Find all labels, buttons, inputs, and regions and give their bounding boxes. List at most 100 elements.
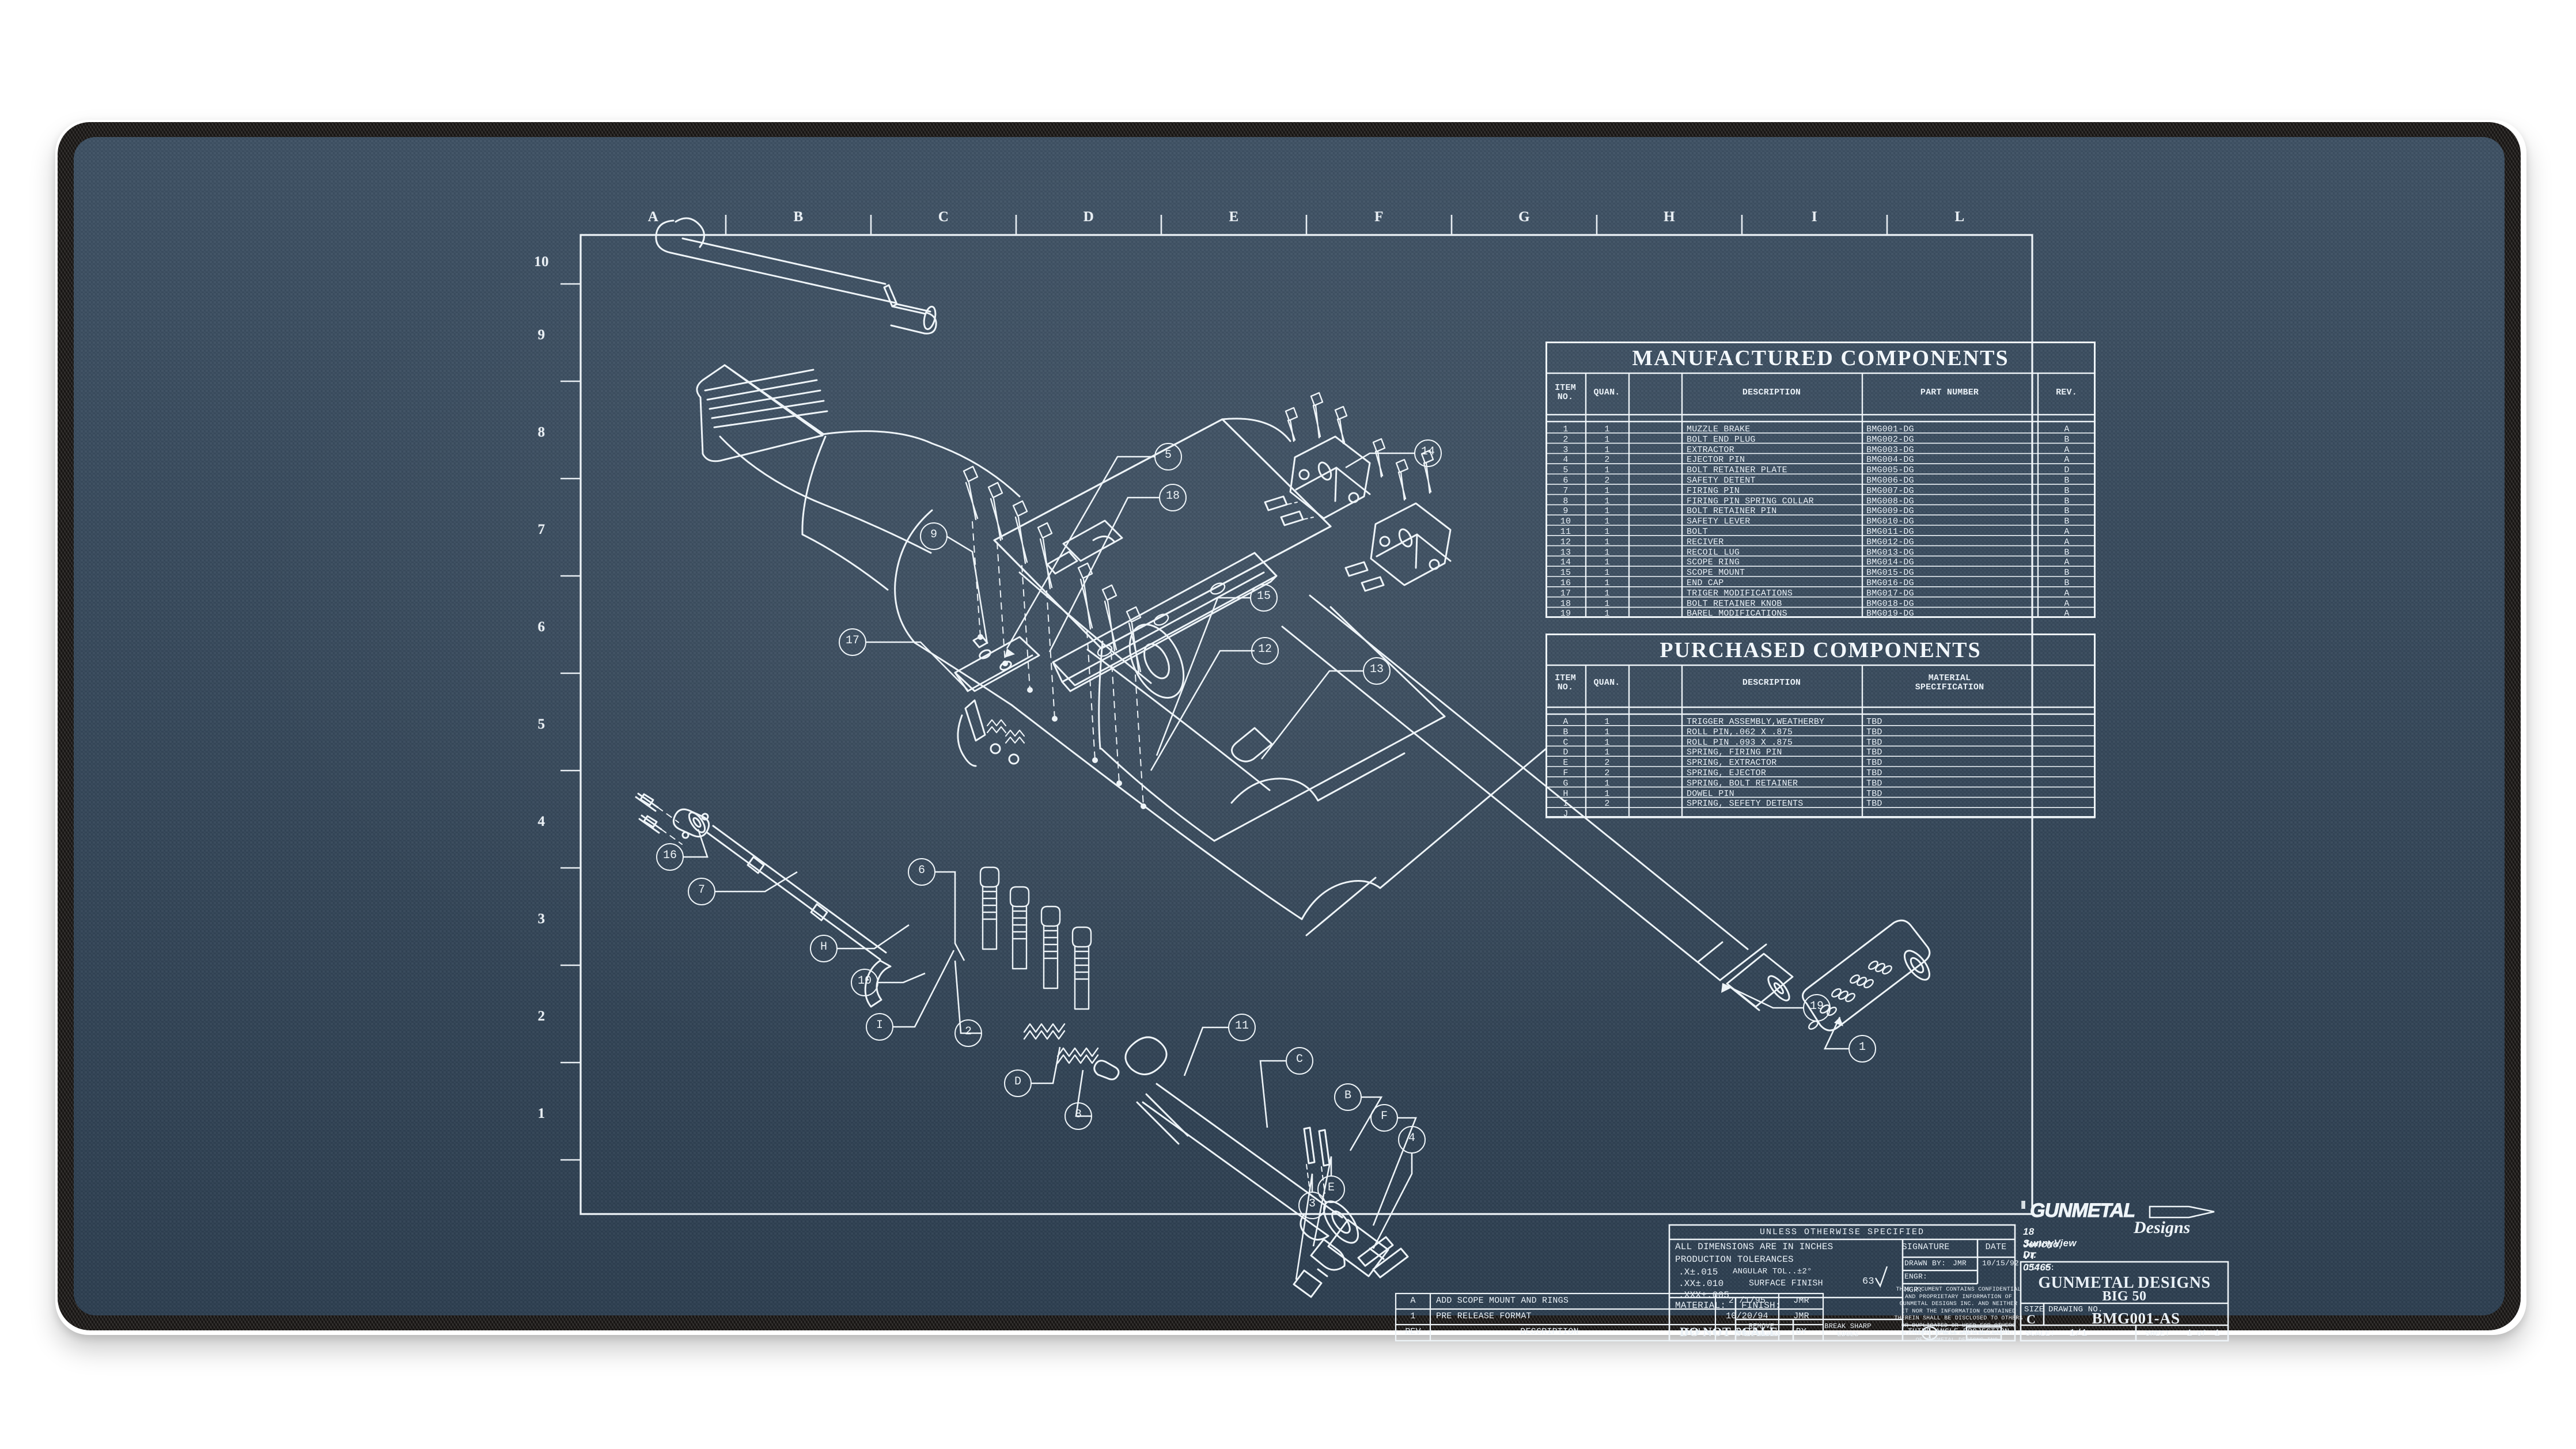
pur-cell-r3-c2: SPRING, FIRING PIN xyxy=(1687,748,1782,758)
mfg-cell-r11-c4: A xyxy=(2064,537,2070,547)
sheet-value: 1 xyxy=(2187,1328,2192,1338)
pur-cell-r1-c3: TBD xyxy=(1866,727,1882,737)
mfg-cell-r3-c1: 2 xyxy=(1604,455,1610,465)
mfg-cell-r6-c0: 7 xyxy=(1563,485,1569,496)
material-label: MATERIAL: xyxy=(1675,1300,1726,1311)
mfg-cell-r10-c1: 1 xyxy=(1604,527,1610,537)
mfg-cell-r2-c0: 3 xyxy=(1563,445,1569,455)
grid-col-G: G xyxy=(1518,209,1530,225)
drawn-by-initials: JMR xyxy=(1953,1259,1967,1268)
callout-balloon-H: H xyxy=(810,935,838,962)
callout-balloon-E: E xyxy=(1317,1175,1345,1203)
mfg-cell-r8-c1: 1 xyxy=(1604,506,1610,517)
callout-balloon-I: I xyxy=(866,1013,893,1041)
callout-balloon-14: 14 xyxy=(1414,439,1442,467)
grid-col-F: F xyxy=(1374,209,1384,225)
break-edges-line1: BREAK SHARP xyxy=(1824,1322,1872,1330)
mfg-cell-r8-c4: B xyxy=(2064,506,2070,517)
mfg-cell-r12-c1: 1 xyxy=(1604,547,1610,557)
grid-col-L: L xyxy=(1954,209,1965,225)
mfg-cell-r17-c1: 1 xyxy=(1604,598,1610,609)
mfg-cell-r9-c1: 1 xyxy=(1604,517,1610,527)
mfg-cell-r7-c3: BMG008-DG xyxy=(1866,496,1914,506)
mfg-cell-r13-c0: 14 xyxy=(1560,557,1571,568)
callout-balloon-4: 4 xyxy=(1398,1126,1426,1154)
scale-value: 1/1 xyxy=(2069,1328,2088,1339)
mfg-cell-r15-c3: BMG016-DG xyxy=(1866,578,1914,588)
pur-cell-r1-c2: ROLL PIN,.062 X .875 xyxy=(1687,727,1793,737)
mfg-cell-r18-c0: 19 xyxy=(1560,609,1571,619)
confidential-line-4: THEREIN SHALL BE DISCLOSED TO OTHERS xyxy=(1894,1315,2023,1322)
mfg-cell-r10-c0: 11 xyxy=(1560,527,1571,537)
rev-header-2: ECU xyxy=(1684,1327,1700,1337)
mfg-cell-r12-c3: BMG013-DG xyxy=(1866,547,1914,557)
grid-row-1: 1 xyxy=(537,1106,545,1121)
pur-cell-r7-c0: H xyxy=(1563,788,1569,799)
pur-cell-r6-c3: TBD xyxy=(1866,778,1882,788)
pur-cell-r0-c3: TBD xyxy=(1866,717,1882,727)
mfg-cell-r14-c0: 15 xyxy=(1560,568,1571,578)
mfg-cell-r1-c3: BMG002-DG xyxy=(1866,434,1914,445)
pur-cell-r1-c1: 1 xyxy=(1604,727,1610,737)
grid-col-B: B xyxy=(793,209,804,225)
mfg-cell-r15-c0: 16 xyxy=(1560,578,1571,588)
callout-balloon-7: 7 xyxy=(688,878,715,905)
mfg-cell-r2-c2: EXTRACTOR xyxy=(1687,445,1734,455)
mfg-cell-r6-c3: BMG007-DG xyxy=(1866,485,1914,496)
purchased-table-rules xyxy=(1545,664,2096,818)
mfg-cell-r6-c2: FIRING PIN xyxy=(1687,485,1740,496)
title-label: TITLE: xyxy=(2025,1264,2055,1273)
callout-balloon-F: F xyxy=(1370,1104,1398,1132)
do-not-scale-label: DO NOT SCALE xyxy=(1680,1325,1778,1339)
grid-row-7: 7 xyxy=(537,522,545,537)
logo-address-line2: Jericho, VT 05465 xyxy=(2023,1239,2062,1273)
callout-balloon-3: 3 xyxy=(1298,1192,1326,1219)
mfg-cell-r14-c1: 1 xyxy=(1604,568,1610,578)
tolerance-xx: .XX±.010 xyxy=(1679,1279,1724,1289)
pur-cell-r8-c3: TBD xyxy=(1866,799,1882,809)
grid-row-5: 5 xyxy=(537,716,545,732)
mfg-cell-r0-c3: BMG001-DG xyxy=(1866,424,1914,434)
mgr-label: MGR: xyxy=(1904,1285,1923,1294)
pur-cell-r8-c2: SPRING, SEFETY DETENTS xyxy=(1687,799,1804,809)
grid-col-E: E xyxy=(1229,209,1239,225)
pur-cell-r3-c1: 1 xyxy=(1604,748,1610,758)
mfg-cell-r5-c0: 6 xyxy=(1563,476,1569,485)
mfg-cell-r4-c3: BMG005-DG xyxy=(1866,465,1914,476)
pur-cell-r2-c2: ROLL PIN .093 X .875 xyxy=(1687,737,1793,748)
grid-col-A: A xyxy=(647,209,659,225)
tolerance-angular: ANGULAR TOL..±2° xyxy=(1733,1267,1812,1276)
pur-cell-r5-c0: F xyxy=(1563,768,1569,778)
mfg-cell-r17-c4: A xyxy=(2064,598,2070,609)
mfg-cell-r9-c0: 10 xyxy=(1560,517,1571,527)
exploded-rifle-assembly xyxy=(635,217,1931,1298)
tolerance-production-note: PRODUCTION TOLERANCES xyxy=(1675,1254,1794,1265)
pur-cell-r6-c0: G xyxy=(1563,778,1569,788)
mfg-cell-r13-c4: A xyxy=(2064,557,2070,568)
mfg-cell-r2-c4: A xyxy=(2064,445,2070,455)
mfg-cell-r11-c1: 1 xyxy=(1604,537,1610,547)
mfg-cell-r15-c4: B xyxy=(2064,578,2070,588)
blueprint-drawing: A B C D E F G H I L 10 9 8 7 6 5 4 3 2 1 xyxy=(74,137,2505,1344)
callout-balloon-5: 5 xyxy=(1154,443,1182,471)
grid-col-H: H xyxy=(1664,209,1675,225)
pur-cell-r4-c2: SPRING, EXTRACTOR xyxy=(1687,758,1777,768)
mfg-cell-r4-c4: D xyxy=(2064,465,2070,476)
mfg-cell-r17-c2: BOLT RETAINER KNOB xyxy=(1687,598,1782,609)
grid-row-8: 8 xyxy=(537,424,545,440)
mfg-cell-r5-c3: BMG006-DG xyxy=(1866,476,1914,485)
mfg-cell-r8-c2: BOLT RETAINER PIN xyxy=(1687,506,1777,517)
mfg-cell-r9-c2: SAFETY LEVER xyxy=(1687,517,1751,527)
mfg-cell-r0-c0: 1 xyxy=(1563,424,1569,434)
mfg-cell-r7-c0: 8 xyxy=(1563,496,1569,506)
mfg-cell-r4-c1: 1 xyxy=(1604,465,1610,476)
mfg-cell-r5-c4: B xyxy=(2064,476,2070,485)
pur-cell-r6-c1: 1 xyxy=(1604,778,1610,788)
rev-r1-c0: 1 xyxy=(1410,1311,1416,1321)
mfg-cell-r5-c2: SAFETY DETENT xyxy=(1687,476,1756,485)
mfg-cell-r13-c3: BMG014-DG xyxy=(1866,557,1914,568)
callout-balloon-15: 15 xyxy=(1250,584,1278,612)
mfg-cell-r11-c3: BMG012-DG xyxy=(1866,537,1914,547)
mfg-cell-r3-c0: 4 xyxy=(1563,455,1569,465)
callout-balloon-8: 8 xyxy=(1065,1102,1092,1130)
